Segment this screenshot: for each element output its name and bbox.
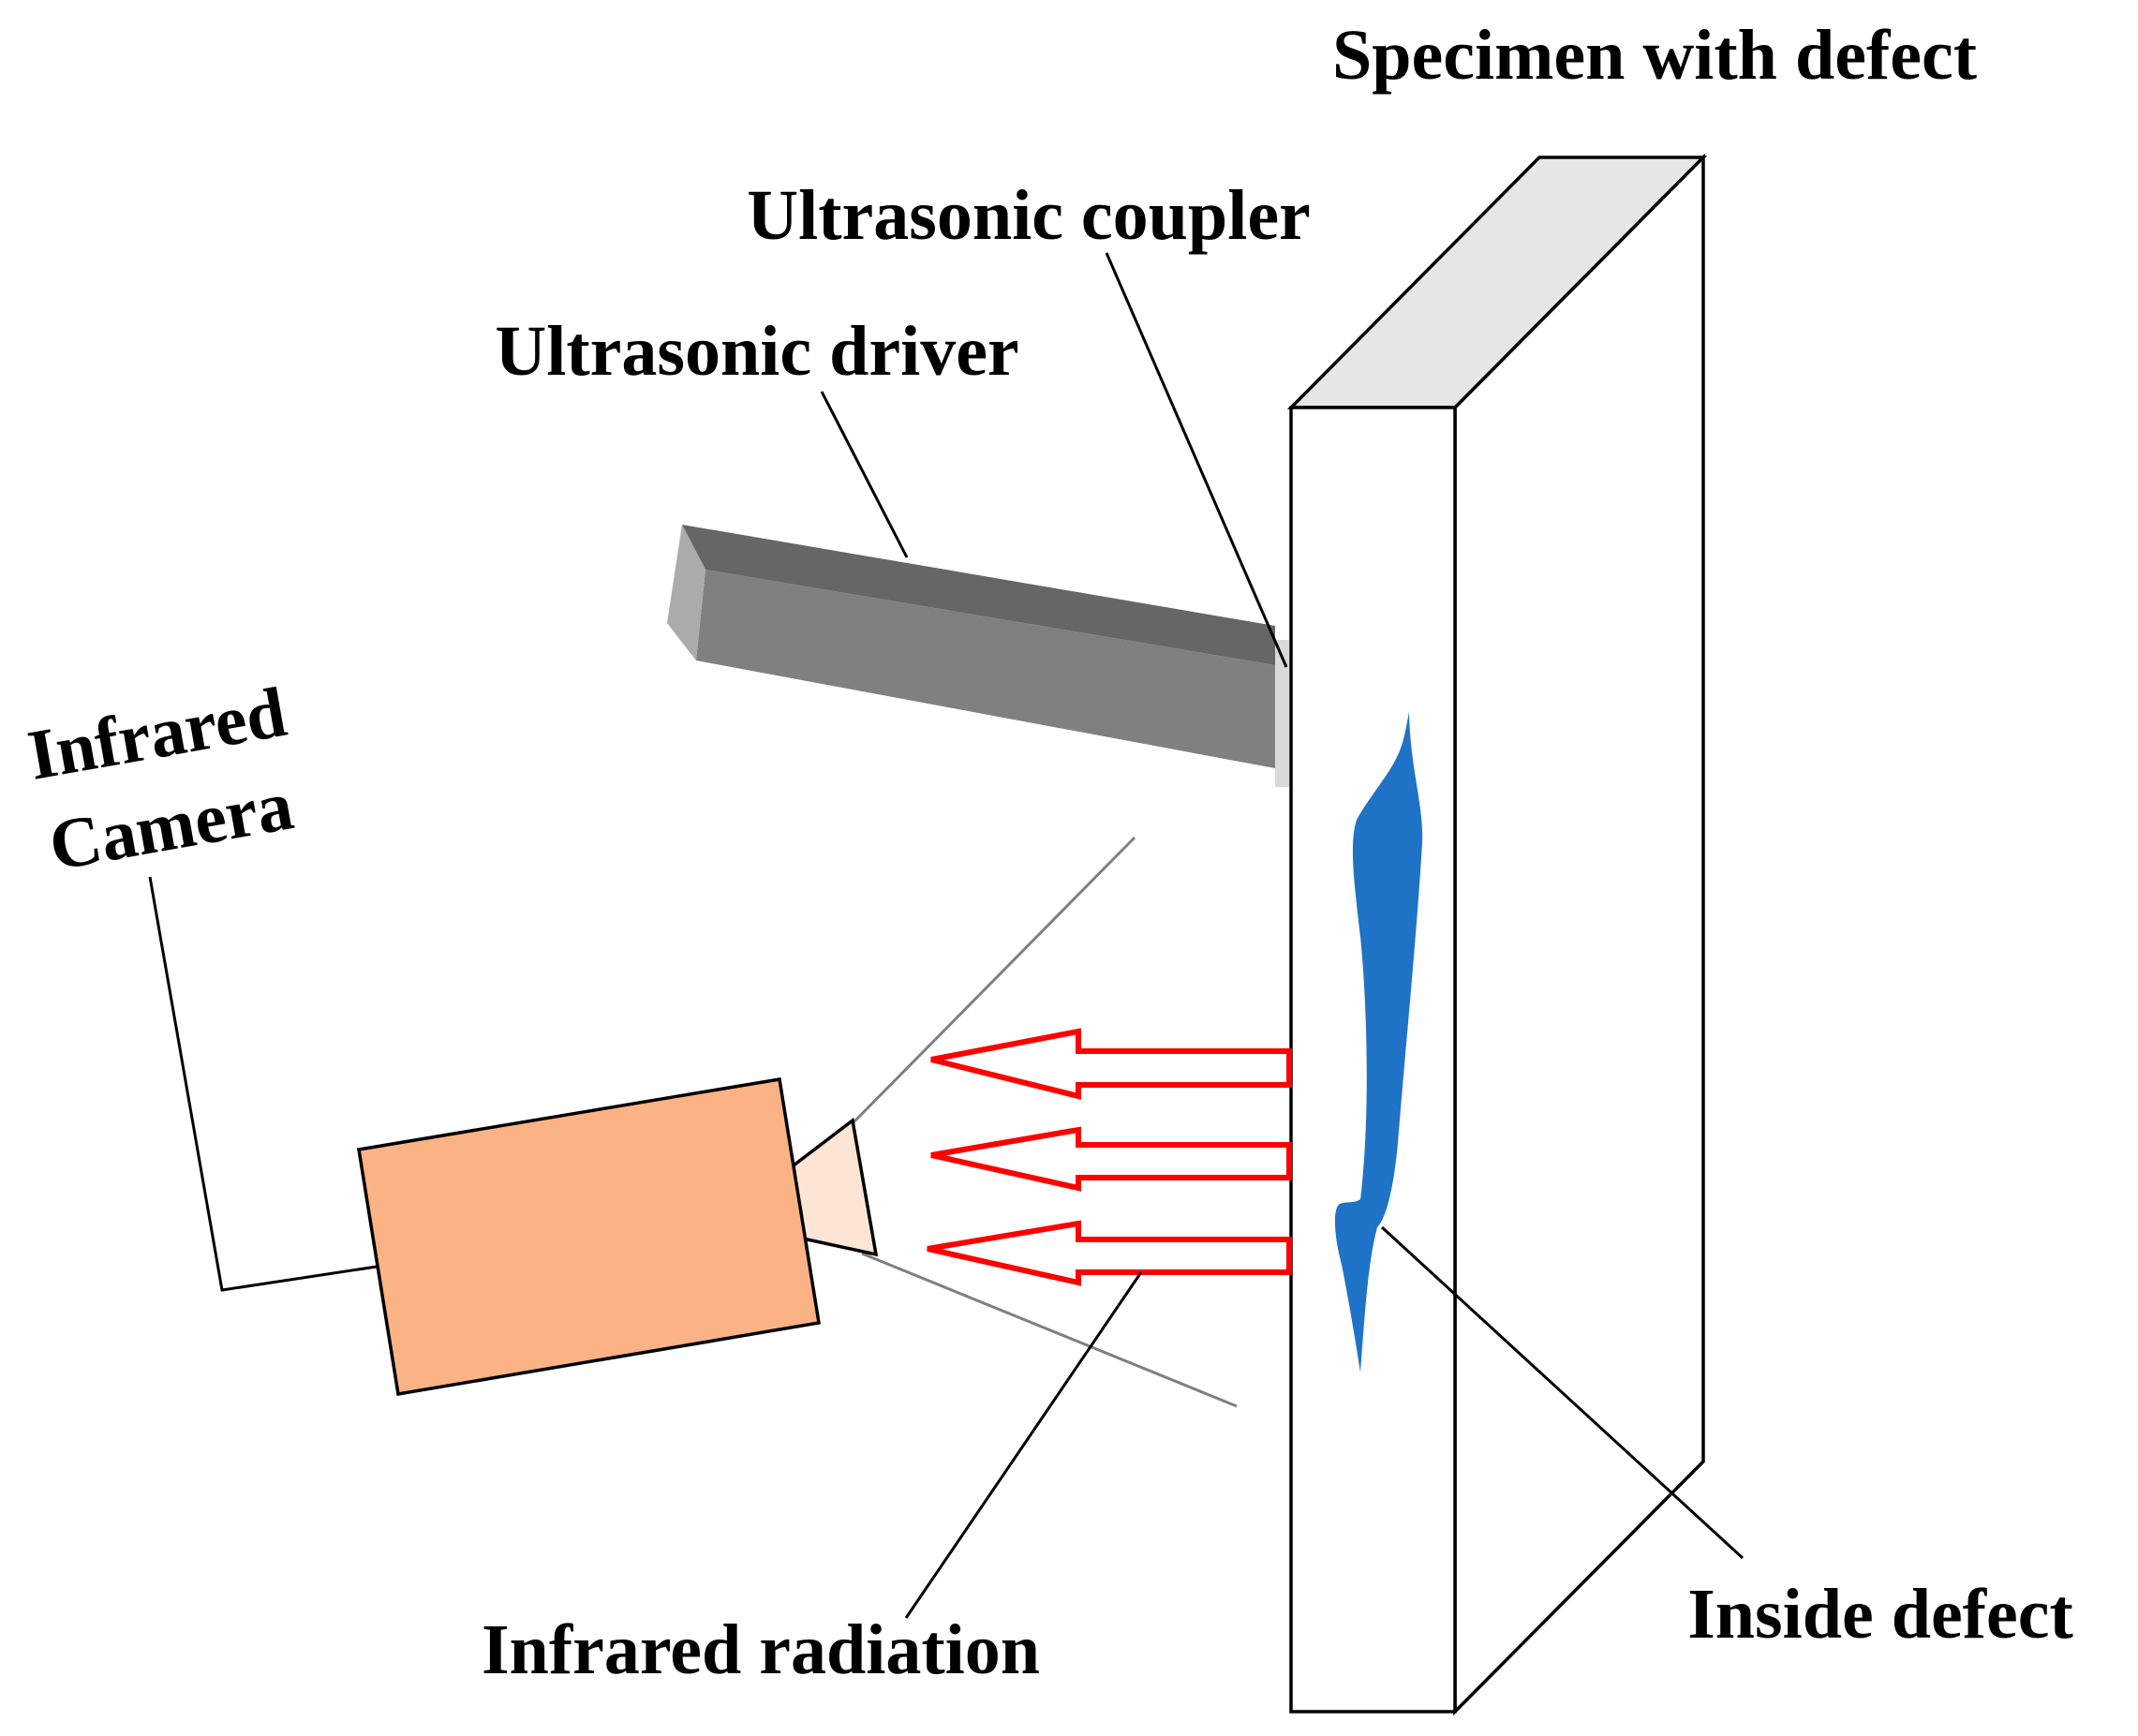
fov-line-upper: [852, 836, 1136, 1124]
inside-defect-shape: [1334, 712, 1423, 1372]
infrared-camera: [356, 1076, 879, 1397]
leader-inside-defect: [1380, 1225, 1745, 1560]
camera-cable: [148, 876, 378, 1292]
radiation-arrow-3: [927, 1220, 1292, 1286]
driver-end-face: [667, 525, 705, 660]
leader-infrared-radiation: [904, 1271, 1143, 1619]
label-ultrasonic-driver: Ultrasonic driver: [495, 312, 1018, 391]
label-ultrasonic-coupler: Ultrasonic coupler: [747, 176, 1311, 255]
driver-top-face: [682, 525, 1275, 665]
label-inside-defect: Inside defect: [1687, 1575, 2073, 1654]
radiation-arrow-1: [930, 1028, 1292, 1100]
radiation-arrows: [927, 1028, 1292, 1286]
driver-front-face: [696, 570, 1275, 768]
ultrasonic-coupler: [1275, 640, 1289, 787]
ultrasonic-driver: [667, 525, 1275, 768]
radiation-arrow-2: [930, 1126, 1292, 1192]
label-infrared-radiation: Infrared radiation: [482, 1610, 1040, 1689]
camera-body: [356, 1076, 822, 1397]
leader-ultrasonic-driver: [820, 391, 909, 558]
specimen-block: [1286, 153, 1708, 1716]
fov-line-lower: [861, 1252, 1238, 1408]
label-specimen-with-defect: Specimen with defect: [1332, 16, 1977, 95]
leader-ultrasonic-coupler: [1105, 252, 1288, 668]
specimen-side-face: [1453, 153, 1705, 1716]
